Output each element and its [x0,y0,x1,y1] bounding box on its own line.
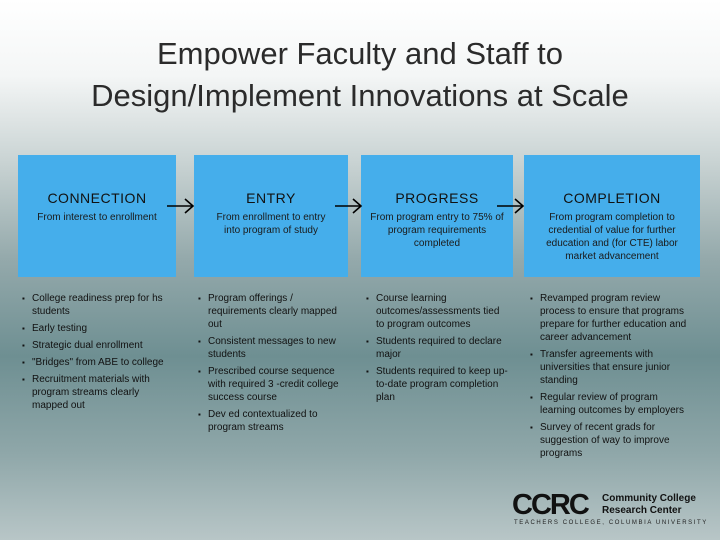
stage-connection: CONNECTION From interest to enrollment [18,155,176,277]
stage-description: From enrollment to entry into program of… [216,212,326,236]
list-item: Dev ed contextualized to program streams [198,408,340,434]
list-item: Program offerings / requirements clearly… [198,292,340,331]
list-item: Survey of recent grads for suggestion of… [530,421,692,460]
list-item: Early testing [22,322,172,335]
list-item: Course learning outcomes/assessments tie… [366,292,508,331]
stage-progress: PROGRESS From program entry to 75% of pr… [361,155,513,277]
list-item: Strategic dual enrollment [22,339,172,352]
title-line-1: Empower Faculty and Staff to [156,36,564,71]
logo-name: Community College Research Center [602,493,696,517]
list-item: Recruitment materials with program strea… [22,373,172,412]
logo-name-line-1: Community College [602,493,696,504]
completion-list: Revamped program review process to ensur… [530,292,692,464]
list-item: College readiness prep for hs students [22,292,172,318]
stage-entry: ENTRY From enrollment to entry into prog… [194,155,348,277]
stage-description: From program entry to 75% of program req… [370,212,504,249]
progress-list: Course learning outcomes/assessments tie… [366,292,508,408]
entry-list: Program offerings / requirements clearly… [198,292,340,438]
list-item: Revamped program review process to ensur… [530,292,692,344]
arrow-right-icon [335,198,363,214]
arrow-right-icon [167,198,195,214]
title-line-2: Design/Implement Innovations at Scale [91,78,629,113]
list-item: Consistent messages to new students [198,335,340,361]
list-item: Prescribed course sequence with required… [198,365,340,404]
stage-description: From program completion to credential of… [546,212,678,262]
logo-tagline: TEACHERS COLLEGE, COLUMBIA UNIVERSITY [514,520,708,526]
stage-name: COMPLETION [563,190,661,206]
stage-name: CONNECTION [47,190,147,206]
list-item: Transfer agreements with universities th… [530,348,692,387]
stage-description: From interest to enrollment [37,212,157,223]
list-item: Students required to keep up-to-date pro… [366,365,508,404]
logo-mark: CCRC [512,489,590,521]
list-item: "Bridges" from ABE to college [22,356,172,369]
ccrc-logo: CCRC Community College Research Center T… [512,489,706,530]
stage-completion: COMPLETION From program completion to cr… [524,155,700,277]
stage-name: PROGRESS [395,190,479,206]
connection-list: College readiness prep for hs students E… [22,292,172,416]
list-item: Students required to declare major [366,335,508,361]
arrow-right-icon [497,198,525,214]
list-item: Regular review of program learning outco… [530,391,692,417]
stage-name: ENTRY [246,190,296,206]
logo-name-line-2: Research Center [602,505,682,516]
slide-title: Empower Faculty and Staff to Design/Impl… [0,33,720,117]
